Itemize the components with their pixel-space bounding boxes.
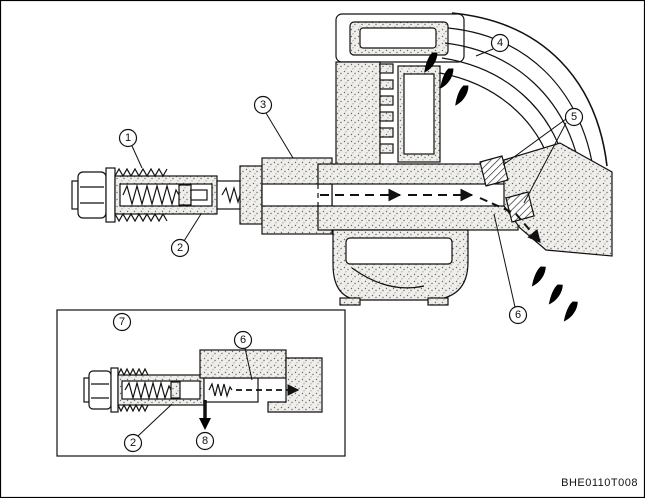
housing-left-column: [335, 61, 381, 167]
gallery-wall-bottom: [317, 205, 519, 231]
leader-5a: [502, 118, 567, 166]
callout-2-label: 2: [177, 242, 183, 254]
volute-outer-wall: [451, 12, 608, 167]
spline-tooth: [379, 95, 394, 106]
plunger-stem: [190, 189, 208, 201]
lower-cover-curve: [351, 267, 425, 289]
spline-tooth: [379, 127, 394, 138]
cover-foot: [427, 297, 449, 306]
inset-hex-head: [88, 370, 112, 410]
leader-4: [475, 48, 494, 57]
inset-plunger: [170, 381, 181, 399]
relief-spring: [122, 183, 180, 207]
shaft-bore: [403, 73, 435, 155]
oil-drop: [455, 85, 469, 106]
callout-1: 1: [118, 128, 138, 148]
callout-2-inset-label: 2: [130, 437, 136, 449]
leader-2: [183, 213, 202, 242]
callout-2-inset: 2: [123, 433, 143, 453]
inset-bolt-tip: [83, 377, 90, 403]
volute-arc: [447, 27, 593, 163]
bearing-bore: [359, 27, 437, 49]
callout-7: 7: [112, 312, 132, 332]
spline-tooth: [379, 63, 394, 74]
leader-3: [265, 112, 294, 159]
boss-bore: [261, 183, 333, 207]
seal-hatch-lower: [505, 191, 535, 223]
callout-3-label: 3: [260, 99, 266, 111]
hex-bolt-head: [77, 171, 107, 219]
pump-housing: [317, 12, 613, 306]
oil-drops-top: [424, 52, 469, 106]
inset-leader-6: [244, 347, 253, 381]
oil-drop: [424, 52, 438, 73]
callouts-main: 1 2 3 4 5 6: [118, 33, 584, 325]
leader-6: [493, 213, 516, 308]
flow-arrow-branch: [479, 197, 541, 243]
inset-check-spring: [208, 382, 233, 399]
callout-4-label: 4: [497, 37, 503, 49]
inset-washer: [110, 367, 119, 413]
callout-6-inset-label: 6: [240, 334, 246, 346]
spline-tooth: [379, 79, 394, 90]
inset-thread-top: [117, 367, 149, 377]
bolt-tip: [71, 180, 79, 210]
callout-6-inset: 6: [233, 330, 253, 350]
inset-drain-arrowhead: [199, 418, 211, 430]
leader-1: [131, 145, 143, 169]
inset-thread-bottom: [117, 403, 149, 413]
callout-leaders: [131, 48, 567, 308]
volute-arc: [444, 42, 579, 161]
callout-5: 5: [564, 107, 584, 127]
callout-6: 6: [508, 305, 528, 325]
inset-spring: [124, 380, 172, 401]
inset-detail-box: [56, 309, 346, 457]
oil-drop: [440, 68, 454, 89]
cover-foot: [339, 297, 361, 306]
oil-drops-bottom: [531, 266, 578, 322]
spline-tooth: [379, 143, 394, 154]
callout-5-label: 5: [571, 111, 577, 123]
thread-top: [114, 167, 168, 178]
thread-bottom: [114, 212, 168, 223]
lower-cover-recess: [345, 237, 453, 265]
inset-upper-block: [199, 349, 287, 379]
callout-1-label: 1: [125, 132, 131, 144]
callout-4: 4: [490, 33, 510, 53]
boss-step: [239, 165, 263, 225]
gallery-wall-top: [317, 163, 505, 185]
relief-valve-assembly: [71, 157, 333, 235]
callout-6-label: 6: [515, 309, 521, 321]
inset-leader-2: [137, 403, 173, 437]
oil-drop: [548, 284, 563, 305]
seal-hatch-upper: [479, 155, 509, 187]
oil-drop: [563, 301, 578, 322]
volute-arc: [441, 57, 565, 161]
oil-flow-path: [320, 188, 541, 243]
callout-8-label: 8: [202, 435, 208, 447]
callouts-inset: 7 6 2 8: [112, 312, 253, 453]
callout-7-label: 7: [119, 316, 125, 328]
callout-3: 3: [253, 95, 273, 115]
figure-code: BHE0110T008: [561, 477, 638, 489]
plunger: [178, 184, 192, 206]
callout-8: 8: [195, 431, 215, 451]
leader-5b: [523, 122, 567, 204]
oil-drop: [531, 266, 546, 287]
callout-2: 2: [170, 238, 190, 258]
spline-tooth: [379, 111, 394, 122]
washer: [105, 167, 116, 223]
